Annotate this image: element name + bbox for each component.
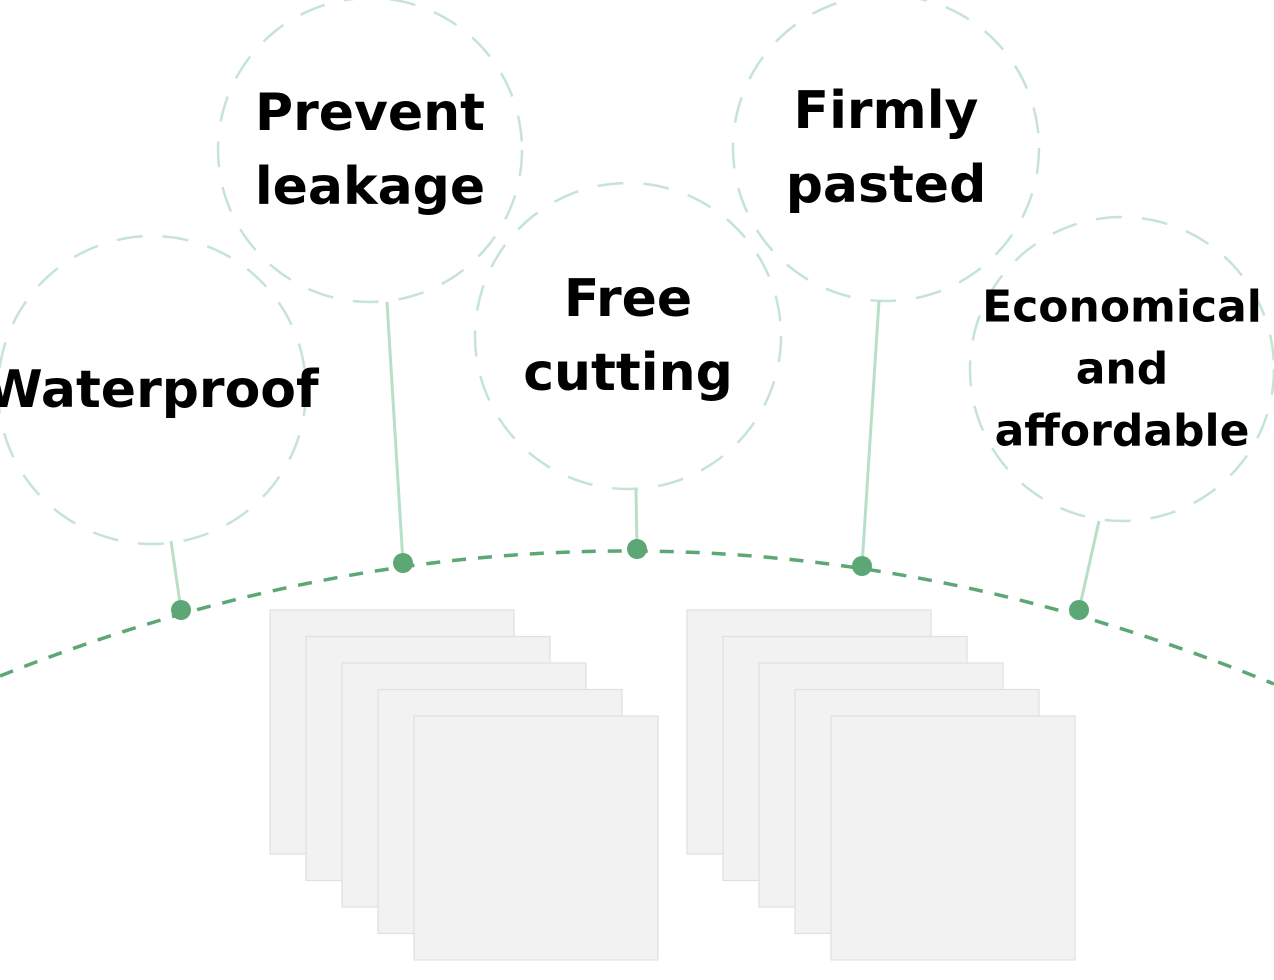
- sheet-stack: [686, 609, 1076, 961]
- connector-line: [385, 301, 405, 564]
- feature-label: Prevent: [255, 83, 485, 143]
- feature-label: pasted: [786, 155, 987, 215]
- connector-line: [634, 488, 639, 550]
- feature-circle: [216, 0, 524, 304]
- feature-circle: [968, 215, 1274, 523]
- arc-dot: [393, 553, 413, 573]
- feature-label: affordable: [995, 406, 1250, 457]
- feature-label: Free: [564, 269, 692, 329]
- connector-line: [860, 300, 881, 567]
- feature-label: and: [1076, 344, 1169, 395]
- feature-label: Economical: [982, 282, 1262, 333]
- arc-dot: [171, 600, 191, 620]
- connector-line: [1077, 520, 1101, 611]
- connector-line: [169, 540, 183, 611]
- feature-circle: [0, 234, 308, 546]
- feature-label: leakage: [255, 157, 485, 217]
- arc-dots: [171, 539, 1089, 620]
- feature-circle: [473, 181, 783, 491]
- feature-label: Firmly: [794, 81, 979, 141]
- arc-dot: [1069, 600, 1089, 620]
- feature-label: Waterproof: [0, 360, 320, 420]
- arc-dot: [852, 556, 872, 576]
- feature-connectors: [169, 300, 1101, 611]
- sheet-stacks: [269, 609, 1076, 961]
- feature-circle: [731, 0, 1041, 303]
- arc-dot: [627, 539, 647, 559]
- sheet: [413, 715, 659, 961]
- sheet: [830, 715, 1076, 961]
- feature-label: cutting: [523, 343, 733, 403]
- feature-circles: [0, 0, 1274, 546]
- sheet-stack: [269, 609, 659, 961]
